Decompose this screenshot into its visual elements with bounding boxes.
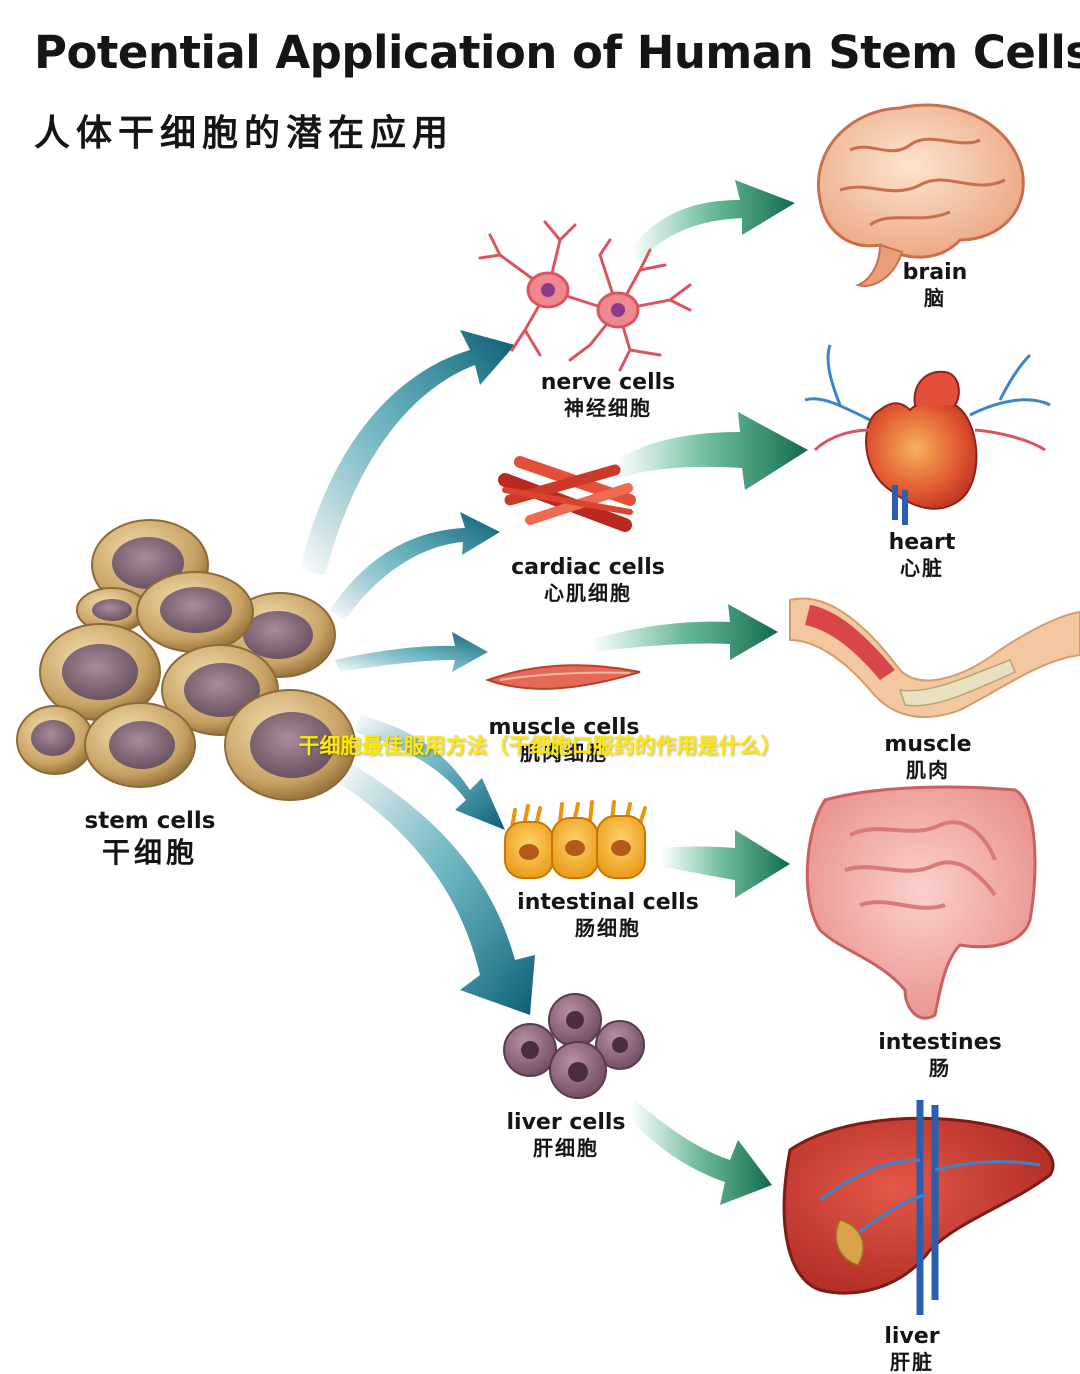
overlay-caption: 干细胞最佳服用方法（干细胞口服药的作用是什么） bbox=[298, 734, 782, 758]
liver-label: liver 肝脏 bbox=[852, 1324, 972, 1374]
nerve-cells-illustration bbox=[478, 220, 692, 372]
liver-cells-label-en: liver cells bbox=[506, 1110, 626, 1135]
nerve-cells-label-zh: 神经细胞 bbox=[564, 396, 652, 421]
arrow-to-brain bbox=[630, 180, 795, 262]
intestinal-cells-illustration bbox=[504, 800, 647, 879]
intestines-label-en: intestines bbox=[878, 1030, 1002, 1055]
muscle-label-zh: 肌肉 bbox=[906, 758, 950, 783]
arrow-to-liver bbox=[630, 1100, 772, 1205]
heart-illustration bbox=[804, 344, 1051, 525]
liver-label-en: liver bbox=[884, 1324, 940, 1349]
cell-to-organ-arrows bbox=[590, 180, 808, 1205]
stem-cells-label-en: stem cells bbox=[84, 808, 216, 834]
cardiac-cells-label-zh: 心肌细胞 bbox=[544, 581, 632, 606]
arrow-to-liver-cells bbox=[335, 760, 535, 1015]
brain-illustration bbox=[817, 103, 1025, 287]
nerve-cells-label: nerve cells 神经细胞 bbox=[508, 370, 708, 420]
liver-label-zh: 肝脏 bbox=[890, 1350, 934, 1374]
stem-to-cell-arrows bbox=[300, 330, 535, 1015]
arrow-to-intestines bbox=[660, 830, 790, 898]
muscle-cells-label-zh: 肌肉细胞 bbox=[520, 741, 608, 766]
nerve-cells-label-en: nerve cells bbox=[540, 370, 676, 395]
page-title: Potential Application of Human Stem Cell… bbox=[34, 26, 1080, 79]
liver-illustration bbox=[782, 1100, 1055, 1315]
brain-label-en: brain bbox=[902, 260, 968, 285]
muscle-cells-illustration bbox=[485, 664, 641, 690]
brain-label-zh: 脑 bbox=[924, 286, 946, 311]
arrow-to-intestinal-cells bbox=[355, 715, 505, 830]
muscle-cells-label-en: muscle cells bbox=[488, 715, 640, 740]
arrow-to-cardiac-cells bbox=[330, 512, 500, 620]
arrow-to-nerve-cells bbox=[300, 330, 515, 575]
intestines-label-zh: 肠 bbox=[929, 1056, 951, 1081]
heart-label-zh: 心脏 bbox=[900, 556, 944, 581]
cardiac-cells-label: cardiac cells 心肌细胞 bbox=[478, 555, 698, 605]
intestines-label: intestines 肠 bbox=[865, 1030, 1015, 1080]
liver-cells-illustration bbox=[503, 993, 645, 1099]
stem-cells-illustration bbox=[16, 519, 356, 801]
stem-cells-label: stem cells 干细胞 bbox=[70, 808, 230, 869]
liver-cells-label: liver cells 肝细胞 bbox=[466, 1110, 666, 1160]
intestinal-cells-label-zh: 肠细胞 bbox=[575, 916, 641, 941]
arrow-to-muscle bbox=[590, 604, 778, 660]
arrow-to-heart bbox=[615, 412, 808, 490]
stem-cells-label-zh: 干细胞 bbox=[101, 835, 198, 869]
brain-label: brain 脑 bbox=[875, 260, 995, 310]
liver-cells-label-zh: 肝细胞 bbox=[533, 1136, 599, 1161]
intestinal-cells-label-en: intestinal cells bbox=[517, 890, 699, 915]
muscle-label-en: muscle bbox=[884, 732, 972, 757]
heart-label: heart 心脏 bbox=[862, 530, 982, 580]
muscle-label: muscle 肌肉 bbox=[868, 732, 988, 782]
muscle-cells-label: muscle cells 肌肉细胞 bbox=[454, 715, 674, 765]
intestinal-cells-label: intestinal cells 肠细胞 bbox=[488, 890, 728, 940]
page-subtitle: 人体干细胞的潜在应用 bbox=[34, 113, 455, 154]
arrow-to-muscle-cells bbox=[335, 632, 488, 672]
cardiac-cells-label-en: cardiac cells bbox=[511, 555, 665, 580]
intestines-illustration bbox=[805, 785, 1037, 1020]
cardiac-cells-illustration bbox=[498, 456, 636, 532]
muscle-arm-illustration bbox=[789, 597, 1080, 718]
heart-label-en: heart bbox=[888, 530, 956, 555]
